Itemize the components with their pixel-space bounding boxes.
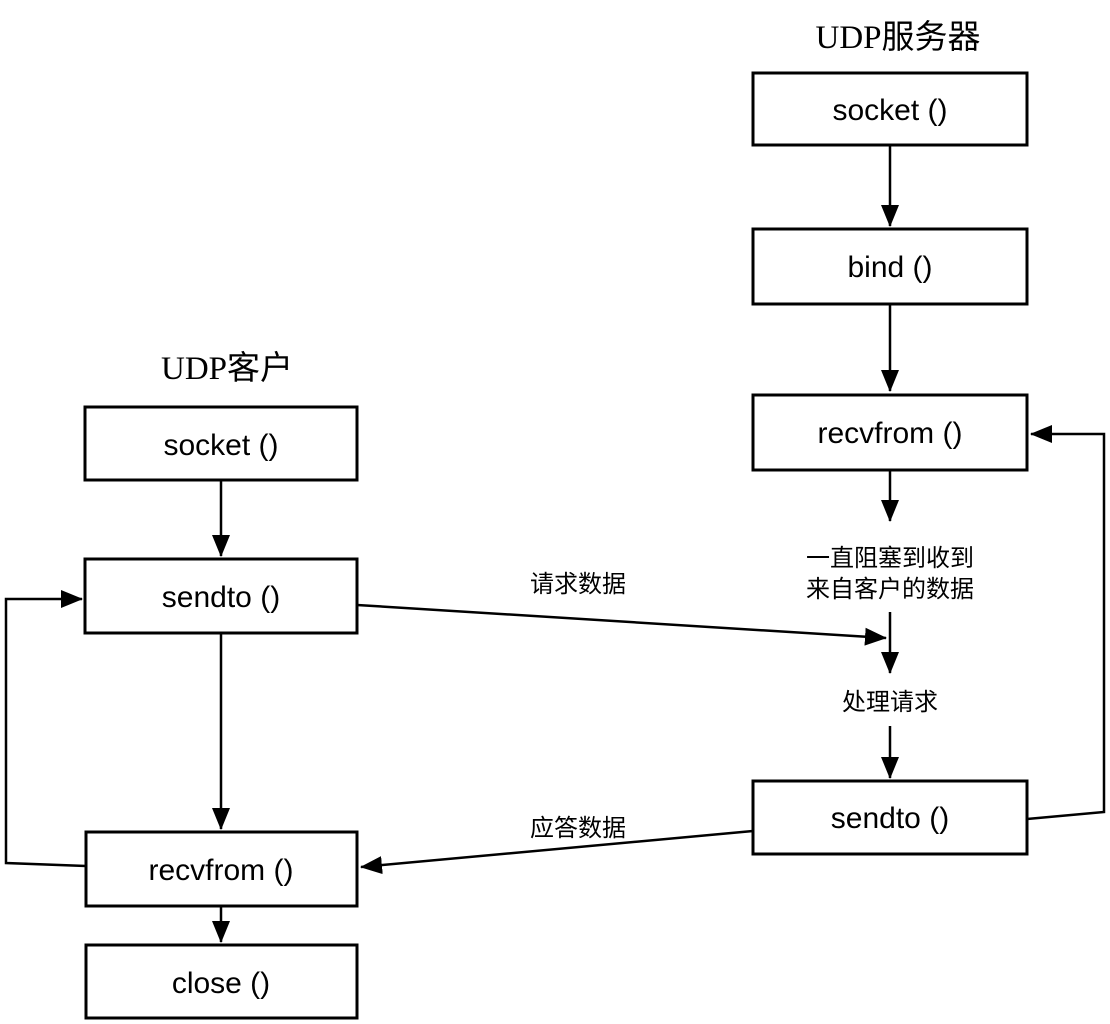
server-column: UDP服务器 socket () bind () recvfrom () 一直阻… [751, 19, 1106, 856]
client-column: UDP客户 socket () sendto () recvfrom () cl… [4, 350, 359, 1020]
server-socket-label: socket () [832, 94, 947, 127]
reply-data-arrow [360, 829, 754, 875]
client-close-label: close () [172, 967, 270, 1000]
client-recvfrom-box [84, 830, 359, 908]
server-title: UDP服务器 [815, 19, 980, 56]
server-bind-box [751, 227, 1029, 306]
request-data-arrow [356, 603, 887, 646]
client-sendto-label: sendto () [162, 581, 280, 614]
server-recvfrom-box [751, 393, 1029, 472]
client-recvfrom-label: recvfrom () [149, 854, 294, 887]
client-sendto-box [83, 557, 359, 635]
server-block-note-line1: 一直阻塞到收到 [806, 545, 974, 572]
server-bind-label: bind () [847, 251, 932, 284]
server-recvfrom-label: recvfrom () [818, 417, 963, 450]
client-socket-box [83, 405, 359, 482]
reply-data-label: 应答数据 [530, 815, 626, 842]
server-sendto-label: sendto () [831, 802, 949, 835]
server-block-note-line2: 来自客户的数据 [806, 576, 974, 603]
cross-edges: 请求数据 应答数据 [356, 571, 887, 875]
client-recvfrom-loop-to-sendto-arrow [4, 590, 87, 868]
client-socket-label: socket () [163, 429, 278, 462]
server-sendto-box [751, 779, 1029, 856]
server-socket-box [751, 71, 1029, 147]
server-process-note: 处理请求 [842, 689, 938, 716]
client-close-box [84, 943, 359, 1020]
server-sendto-loop-to-recvfrom-arrow [1026, 425, 1106, 821]
request-data-label: 请求数据 [530, 571, 626, 598]
client-title: UDP客户 [161, 350, 293, 387]
